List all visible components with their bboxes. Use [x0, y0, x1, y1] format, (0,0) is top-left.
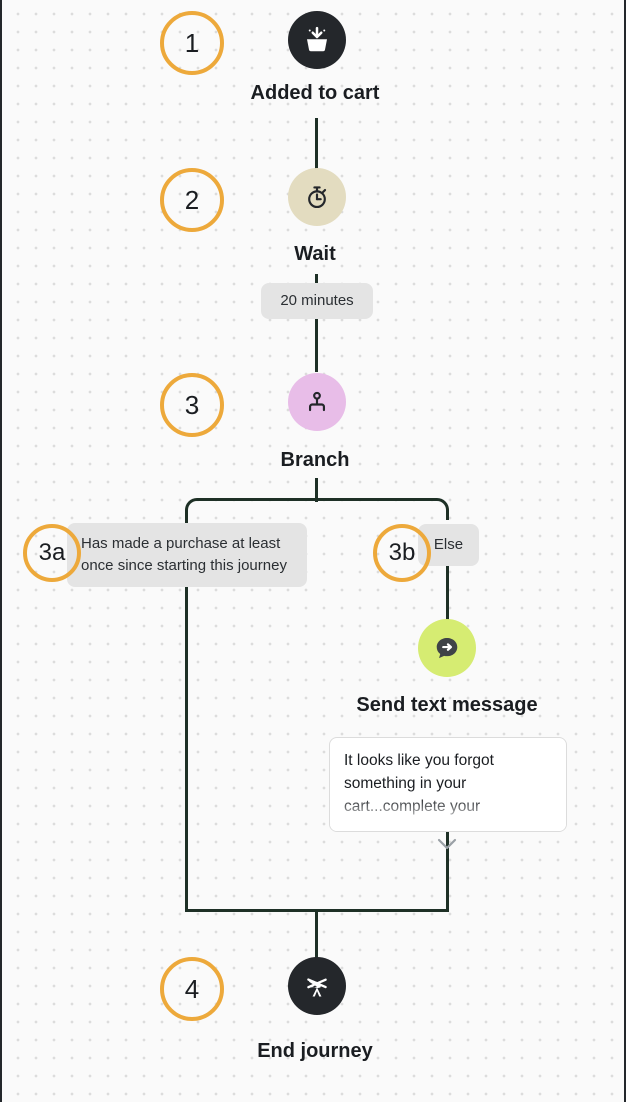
node-icon-added-to-cart[interactable] [288, 11, 346, 69]
message-preview-text: It looks like you forgot something in yo… [344, 752, 494, 815]
connector-branch-right-to-sms [446, 560, 449, 620]
node-icon-send-text-message[interactable] [418, 619, 476, 677]
branch-split-connector [185, 498, 449, 520]
node-icon-branch[interactable] [288, 373, 346, 431]
chevron-down-icon[interactable] [435, 836, 459, 852]
checkered-flag-icon [303, 972, 331, 1000]
connector-chip-to-step3 [315, 316, 318, 372]
connector-step1-to-step2 [315, 118, 318, 184]
step-number-4[interactable]: 4 [160, 957, 224, 1021]
step-number-2[interactable]: 2 [160, 168, 224, 232]
node-icon-wait[interactable] [288, 168, 346, 226]
connector-branch-left-down [185, 520, 188, 912]
message-preview-card[interactable]: It looks like you forgot something in yo… [329, 737, 567, 832]
chat-arrow-icon [433, 634, 461, 662]
node-title-added-to-cart: Added to cart [250, 82, 380, 104]
node-title-branch: Branch [280, 449, 350, 471]
node-icon-end-journey[interactable] [288, 957, 346, 1015]
branch-condition-chip-3a[interactable]: Has made a purchase at least once since … [67, 523, 307, 587]
wait-duration-chip[interactable]: 20 minutes [261, 283, 373, 319]
step-number-3[interactable]: 3 [160, 373, 224, 437]
step-number-3b[interactable]: 3b [373, 524, 431, 582]
connector-step3-to-branch [315, 478, 318, 502]
stopwatch-icon [304, 184, 330, 210]
shopping-basket-download-icon [302, 25, 332, 55]
connector-merge-to-end [315, 910, 318, 960]
node-title-end-journey: End journey [257, 1040, 373, 1062]
node-title-wait: Wait [294, 243, 336, 265]
step-number-1[interactable]: 1 [160, 11, 224, 75]
branch-icon [304, 389, 330, 415]
connector-step2-to-chip [315, 274, 318, 286]
branch-merge-connector [185, 830, 449, 912]
step-number-3a[interactable]: 3a [23, 524, 81, 582]
node-title-send-text-message: Send text message [356, 694, 538, 716]
